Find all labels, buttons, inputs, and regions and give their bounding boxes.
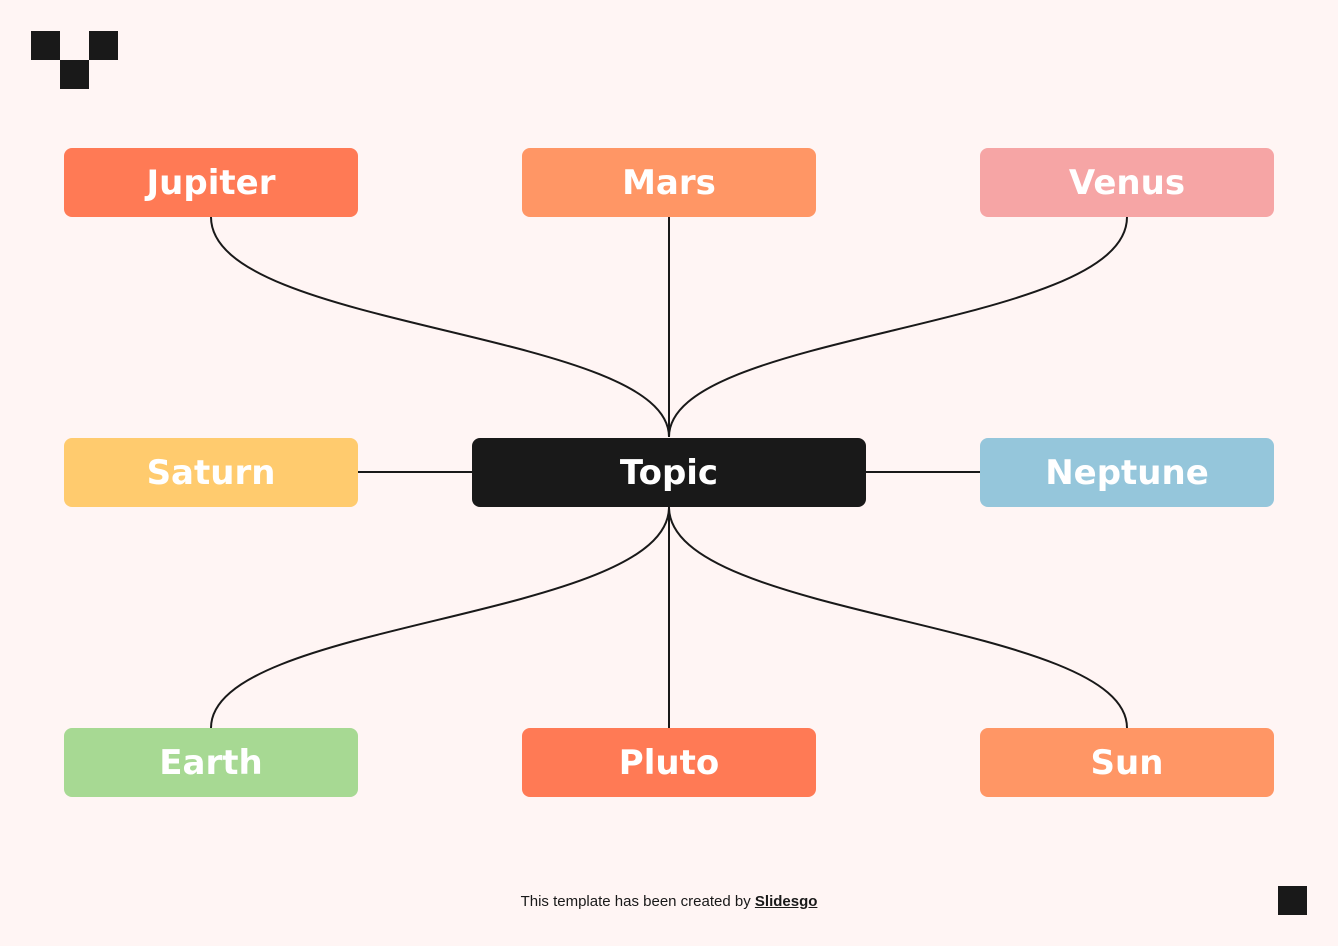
footer-credit: This template has been created by Slides… — [0, 893, 1338, 910]
node-sun[interactable]: Sun — [980, 728, 1274, 797]
node-venus[interactable]: Venus — [980, 148, 1274, 217]
node-pluto[interactable]: Pluto — [522, 728, 816, 797]
footer-text: This template has been created by — [520, 893, 755, 910]
node-topic[interactable]: Topic — [472, 438, 866, 507]
node-neptune[interactable]: Neptune — [980, 438, 1274, 507]
slidesgo-link[interactable]: Slidesgo — [754, 893, 818, 910]
logo-square — [31, 31, 60, 60]
connector-sun — [668, 506, 1128, 729]
node-saturn[interactable]: Saturn — [64, 438, 358, 507]
corner-square — [1278, 886, 1307, 915]
logo-square — [60, 60, 89, 89]
node-jupiter[interactable]: Jupiter — [64, 148, 358, 217]
connector-venus — [668, 216, 1128, 438]
connector-earth — [210, 506, 670, 729]
node-mars[interactable]: Mars — [522, 148, 816, 217]
connector-jupiter — [210, 216, 670, 438]
node-earth[interactable]: Earth — [64, 728, 358, 797]
logo-square — [89, 31, 118, 60]
